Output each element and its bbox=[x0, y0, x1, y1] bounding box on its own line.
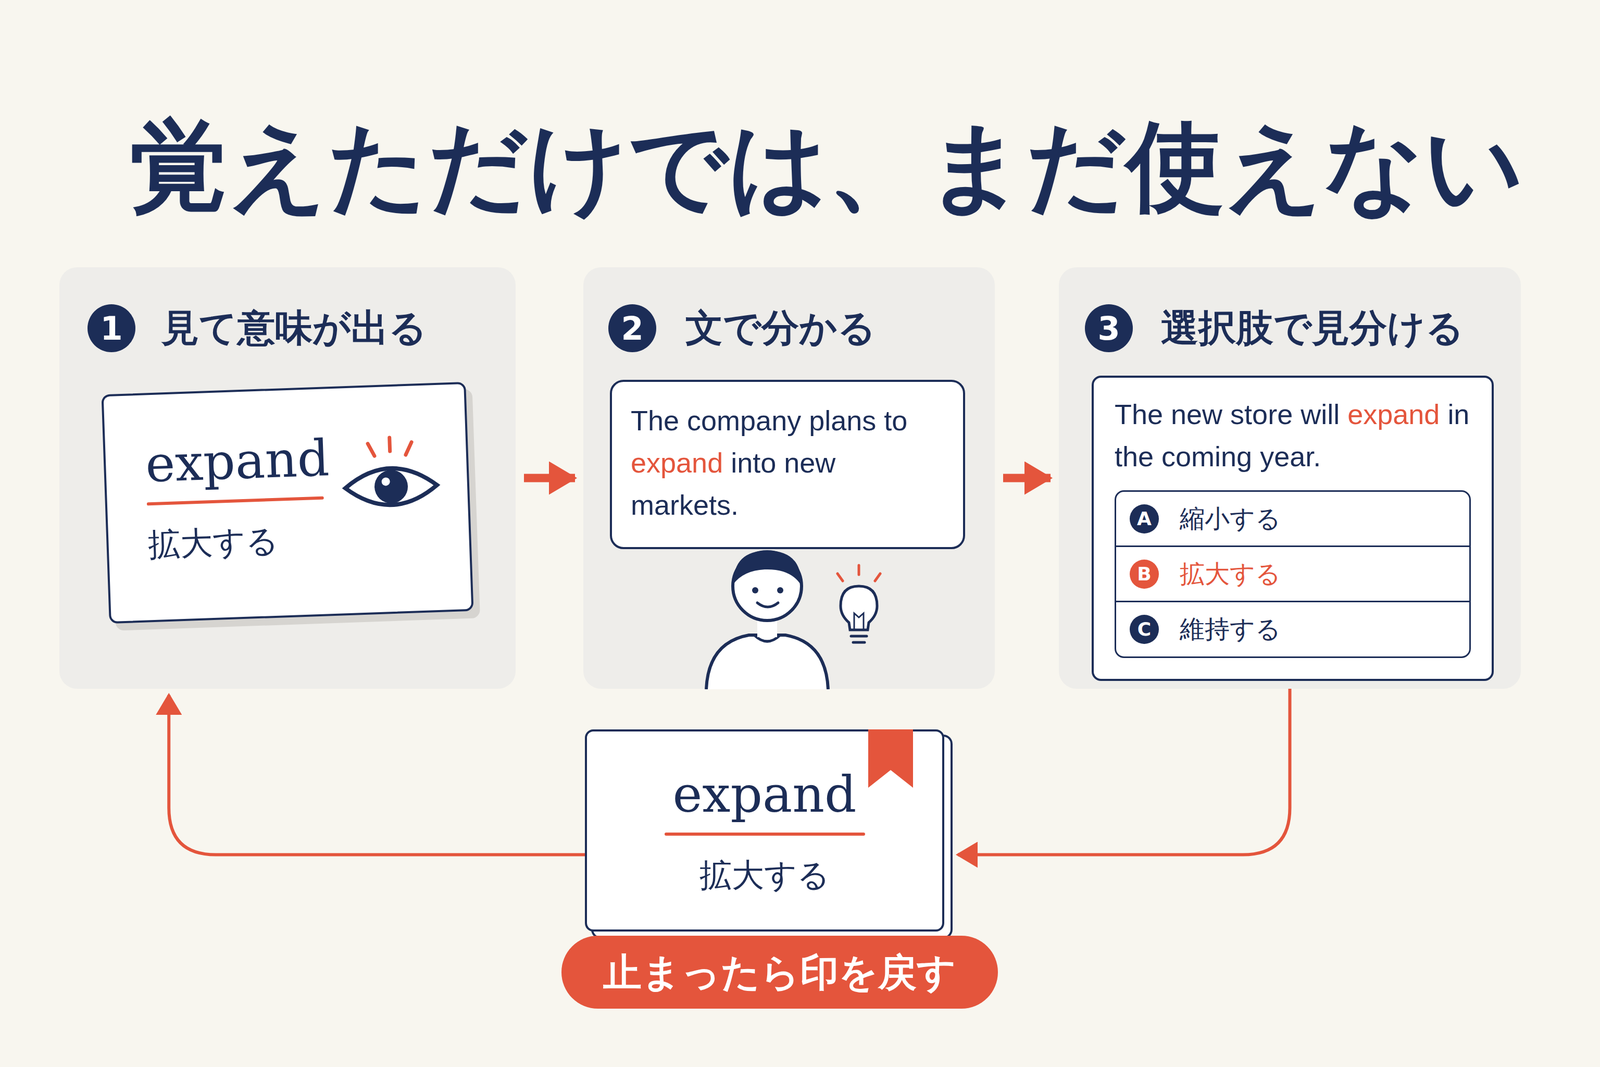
speech-bubble: The company plans to expand into new mar… bbox=[609, 379, 966, 549]
target-word: expand bbox=[1347, 398, 1440, 430]
target-word: expand bbox=[630, 446, 723, 479]
person-illustration bbox=[702, 538, 833, 690]
step-number-text: 1 bbox=[100, 309, 123, 348]
step-number: 2 bbox=[608, 304, 657, 353]
choice-row: B 拡大する bbox=[1114, 545, 1471, 603]
choice-text: 拡大する bbox=[1179, 556, 1281, 592]
question-box: The new store will expand in the coming … bbox=[1091, 375, 1494, 681]
choice-letter: C bbox=[1129, 614, 1159, 644]
choice-row: A 縮小する bbox=[1114, 490, 1471, 547]
choice-text: 維持する bbox=[1179, 611, 1281, 647]
flow-arrow bbox=[1003, 473, 1051, 483]
step-heading: 選択肢で見分ける bbox=[1160, 301, 1465, 355]
word-card: expand 拡大する bbox=[584, 729, 945, 932]
step-number: 1 bbox=[87, 304, 136, 353]
sentence-text: The new store will bbox=[1114, 398, 1340, 430]
flow-arrow bbox=[957, 688, 1291, 855]
diagram-title: 覚えただけでは、まだ使えない bbox=[130, 106, 1524, 225]
flow-arrow bbox=[523, 473, 575, 483]
flow-arrow bbox=[168, 694, 585, 855]
step-number-text: 2 bbox=[620, 309, 644, 348]
sentence-text: The company plans to bbox=[630, 404, 908, 436]
step-panel: 見て意味が出る 1 expand 拡大する bbox=[59, 267, 516, 689]
choice-letter: B bbox=[1129, 559, 1159, 589]
example-sentence: The company plans to expand into new mar… bbox=[630, 399, 945, 527]
step-heading: 文で分かる bbox=[685, 301, 877, 355]
japanese-meaning: 拡大する bbox=[147, 514, 449, 567]
step-panel: 選択肢で見分ける 3The new store will expand in th… bbox=[1058, 267, 1521, 689]
english-word: expand bbox=[144, 425, 447, 493]
note-text: 止まったら印を戻す bbox=[603, 949, 957, 995]
underline bbox=[664, 832, 866, 836]
choice-row: C 維持する bbox=[1114, 600, 1471, 658]
step-number-text: 3 bbox=[1097, 309, 1120, 348]
step-heading: 見て意味が出る bbox=[161, 301, 428, 355]
choice-letter: A bbox=[1129, 504, 1159, 534]
lightbulb-icon bbox=[830, 563, 888, 652]
eye-icon bbox=[337, 432, 445, 520]
english-word: expand bbox=[672, 765, 857, 823]
choice-text: 縮小する bbox=[1179, 501, 1281, 536]
word-card: expand 拡大する bbox=[101, 381, 474, 624]
underline bbox=[146, 496, 324, 506]
note-pill: 止まったら印を戻す bbox=[561, 935, 998, 1009]
bookmark-ribbon bbox=[868, 729, 914, 788]
step-panel: 文で分かる 2The company plans to expand into n… bbox=[583, 267, 995, 689]
japanese-meaning: 拡大する bbox=[607, 854, 922, 897]
step-number: 3 bbox=[1084, 304, 1133, 353]
question-sentence: The new store will expand in the coming … bbox=[1114, 393, 1471, 478]
